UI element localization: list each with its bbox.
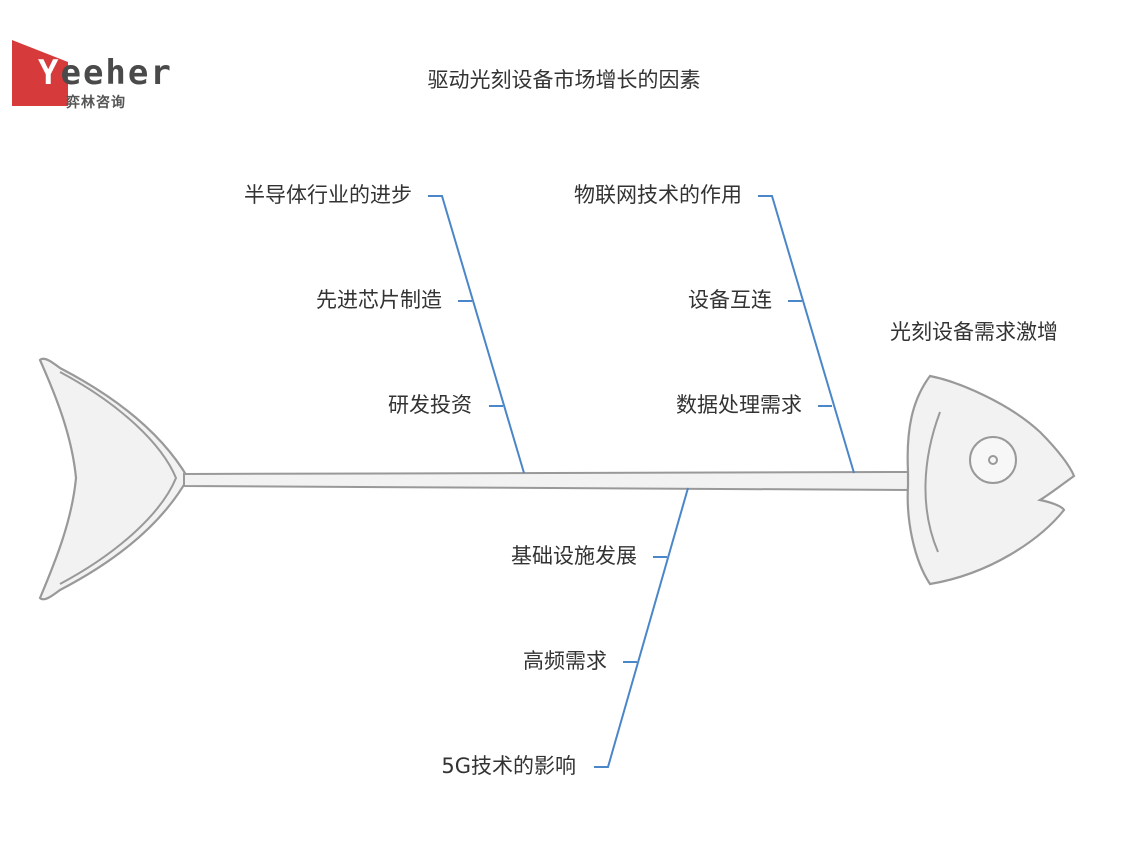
logo-brand-first: Y bbox=[38, 53, 61, 93]
fish-spine bbox=[183, 470, 911, 492]
cause-lower-1: 基础设施发展 bbox=[511, 544, 637, 568]
bone-upper-left bbox=[428, 195, 525, 474]
logo-brand: Yeeher bbox=[38, 56, 173, 90]
category-upper-right: 物联网技术的作用 bbox=[574, 183, 742, 207]
cause-upper-left-2: 研发投资 bbox=[388, 393, 472, 417]
cause-upper-right-1: 设备互连 bbox=[688, 288, 772, 312]
cause-upper-left-1: 先进芯片制造 bbox=[316, 288, 442, 312]
logo-flag-icon bbox=[12, 40, 68, 106]
cause-lower-2: 高频需求 bbox=[523, 649, 607, 673]
category-lower: 5G技术的影响 bbox=[441, 754, 576, 778]
effect-label: 光刻设备需求激增 bbox=[890, 320, 1058, 344]
fish-eye bbox=[969, 436, 1017, 484]
logo-brand-rest: eeher bbox=[60, 53, 173, 93]
category-upper-left: 半导体行业的进步 bbox=[244, 183, 412, 207]
logo-subtitle: 弈林咨询 bbox=[66, 95, 126, 111]
bone-upper-right bbox=[758, 195, 855, 474]
diagram-title-text: 驱动光刻设备市场增长的因素 bbox=[427, 68, 701, 92]
fish-pupil bbox=[988, 455, 998, 465]
fish-tail-inner bbox=[59, 371, 178, 585]
bone-lower bbox=[594, 487, 689, 768]
diagram-title: 驱动光刻设备市场增长的因素 bbox=[0, 64, 1128, 94]
logo: Yeeher 弈林咨询 bbox=[10, 34, 180, 114]
fish-tail bbox=[38, 357, 190, 601]
fish-gill bbox=[924, 411, 941, 553]
cause-upper-right-2: 数据处理需求 bbox=[676, 393, 802, 417]
